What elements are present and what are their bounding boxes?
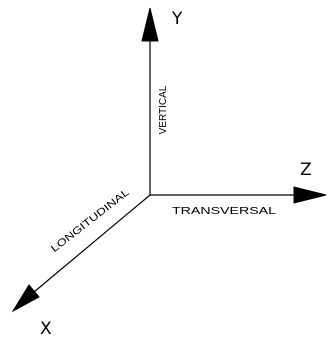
y-axis: Y VERTICAL <box>141 7 183 195</box>
y-axis-arrowhead <box>141 7 159 42</box>
y-axis-caption: VERTICAL <box>158 85 169 134</box>
x-axis: X LONGITUDINAL <box>11 187 151 337</box>
y-axis-letter: Y <box>171 9 183 29</box>
z-axis-letter: Z <box>300 160 312 180</box>
x-axis-line <box>33 194 151 293</box>
x-axis-arrowhead <box>11 284 40 313</box>
z-axis-arrowhead <box>293 186 327 204</box>
z-axis-caption: TRANSVERSAL <box>172 206 277 217</box>
z-axis: Z TRANSVERSAL <box>150 160 327 217</box>
x-axis-letter: X <box>40 319 52 337</box>
